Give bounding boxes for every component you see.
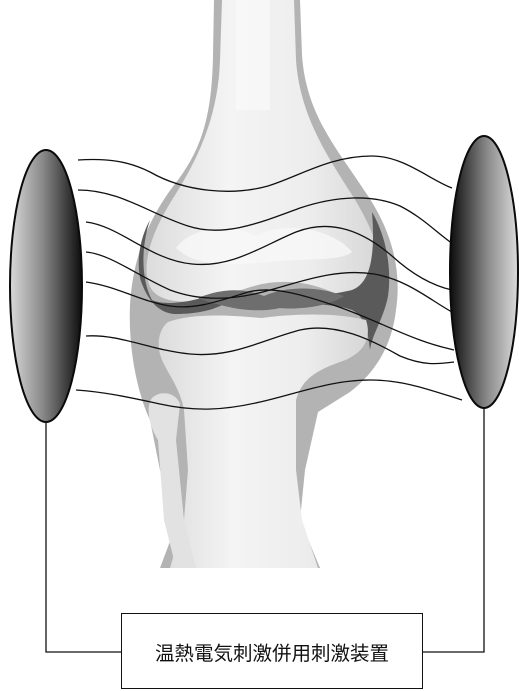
knee-joint-illustration <box>130 0 398 568</box>
left-electrode-pad <box>10 150 82 422</box>
right-electrode-pad <box>450 136 518 408</box>
right-lead-wire <box>423 408 484 652</box>
femur-shaft-highlight <box>236 0 270 110</box>
left-lead-wire <box>46 422 121 652</box>
stimulation-device-box: 温熱電気刺激併用刺激装置 <box>121 613 423 689</box>
device-label: 温熱電気刺激併用刺激装置 <box>122 637 422 666</box>
tibia-bone <box>159 315 368 569</box>
